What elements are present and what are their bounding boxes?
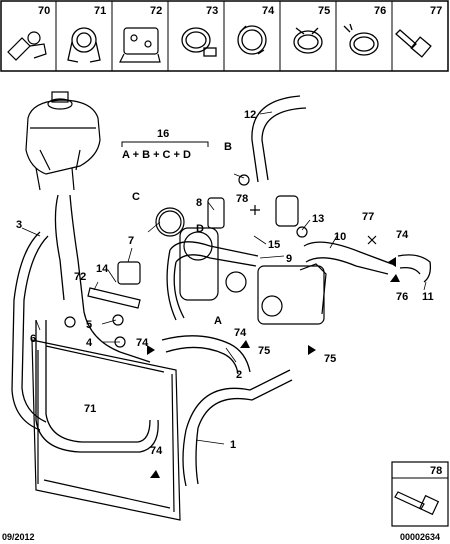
header-part-72: 72 [150,5,162,17]
detail-box-number: 78 [430,465,442,477]
bracket-72-icon [119,27,161,63]
callout-3: 3 [16,219,22,231]
callout-6: 6 [30,333,36,345]
callout-14: 14 [96,263,109,275]
clamp-76-icon [343,23,379,56]
callout-76: 76 [396,291,408,303]
clip-70-icon [7,31,47,61]
callout-12: 12 [244,109,256,121]
header-part-77: 77 [430,5,442,17]
callout-75-a: 75 [258,345,270,357]
clamp-73-icon [181,27,217,57]
warning-triangles [147,257,400,478]
callout-74-c: 74 [150,445,163,457]
bolt-77-icon [395,29,432,58]
formula-text: A + B + C + D [122,149,191,161]
callout-71: 71 [84,403,96,415]
footer-date: 09/2012 [2,532,35,542]
header-part-73: 73 [206,5,218,17]
clamp-74-icon [237,25,267,55]
detail-box-78: 78 00002634 [391,461,449,542]
header-part-75: 75 [318,5,330,17]
callout-B: B [224,141,232,153]
header-part-70: 70 [38,5,50,17]
header-part-76: 76 [374,5,386,17]
callout-74-a: 74 [136,337,149,349]
expansion-tank [25,91,101,191]
parts-header: 70 71 72 73 74 75 76 77 [0,0,449,72]
callout-74-d: 74 [396,229,409,241]
callout-7: 7 [128,235,134,247]
leader-lines [21,111,427,445]
callout-77: 77 [362,211,374,223]
callout-4: 4 [86,337,93,349]
callout-2: 2 [236,369,242,381]
callout-74-b: 74 [234,327,247,339]
callout-C: C [132,191,140,203]
hoses [11,95,432,487]
callout-75-b: 75 [324,353,336,365]
callout-15: 15 [268,239,280,251]
callout-72: 72 [74,271,86,283]
callout-5: 5 [86,319,92,331]
callout-9: 9 [286,253,292,265]
callout-11: 11 [422,291,434,303]
diagram-code: 00002634 [400,532,440,542]
callout-D: D [196,223,204,235]
callout-10: 10 [334,231,346,243]
clamp-75-icon [293,27,323,54]
callout-1: 1 [230,439,236,451]
bolt-78-icon [394,491,440,516]
formula-16: 16 A + B + C + D [121,128,209,161]
header-part-74: 74 [262,5,275,17]
formula-number: 16 [157,128,169,140]
callout-78: 78 [236,193,248,205]
header-part-71: 71 [94,5,106,17]
callout-A: A [214,315,222,327]
thermostat-housing [87,195,327,325]
callout-labels: 1 2 3 4 5 6 7 8 9 10 11 12 13 14 15 71 7… [16,109,434,457]
callout-13: 13 [312,213,324,225]
pclip-71-icon [67,27,101,63]
callout-8: 8 [196,197,202,209]
